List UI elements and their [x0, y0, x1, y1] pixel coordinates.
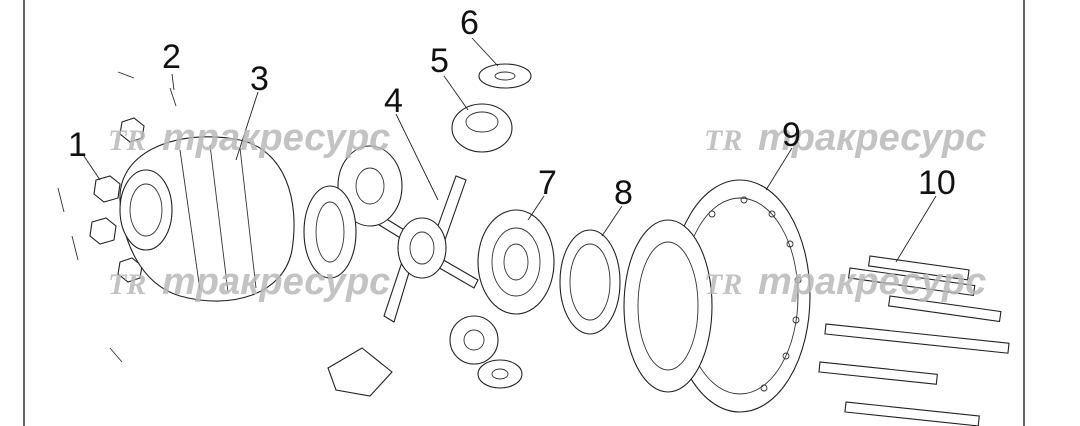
callout-2: 2: [162, 38, 181, 76]
part-5-pinion-gear: [451, 103, 513, 153]
watermark-top-right: TR тракресурс: [704, 117, 986, 159]
watermark-bottom-right: TR тракресурс: [704, 261, 986, 303]
part-2-pin: [169, 87, 177, 107]
part-6-washer: [478, 63, 532, 89]
part-9-flanged-case: [623, 179, 811, 413]
callout-5: 5: [430, 42, 449, 80]
watermark-top-left: TR тракресурс: [108, 117, 390, 159]
part-4-spider-cross: [367, 175, 479, 323]
callout-6: 6: [460, 4, 479, 42]
part-7-side-gear: [477, 209, 555, 315]
callout-4: 4: [384, 82, 403, 120]
watermark-text: тракресурс: [162, 117, 390, 159]
watermark-logo: TR: [108, 268, 146, 301]
callout-1: 1: [68, 126, 87, 164]
watermark-logo: TR: [108, 124, 146, 157]
callout-9: 9: [782, 116, 801, 154]
callout-7: 7: [538, 164, 557, 202]
watermark-bottom-left: TR тракресурс: [108, 261, 390, 303]
callout-8: 8: [614, 174, 633, 212]
watermark-text: тракресурс: [162, 261, 390, 303]
part-8-thrust-washer: [559, 229, 621, 335]
watermark-logo: TR: [704, 124, 742, 157]
callout-10: 10: [918, 164, 956, 202]
callout-labels: 1 2 3 4 5 6 7 8 9 10: [68, 4, 956, 212]
watermark-logo: TR: [704, 268, 742, 301]
callout-3: 3: [250, 60, 269, 98]
watermark-text: тракресурс: [758, 117, 986, 159]
watermark-text: тракресурс: [758, 261, 986, 303]
part-10-bolts: [818, 255, 1010, 426]
leader-lines: [83, 37, 937, 263]
part-1-nuts: [57, 71, 145, 363]
part-3-case-half: [119, 136, 295, 302]
bevel-gears: [303, 145, 523, 397]
